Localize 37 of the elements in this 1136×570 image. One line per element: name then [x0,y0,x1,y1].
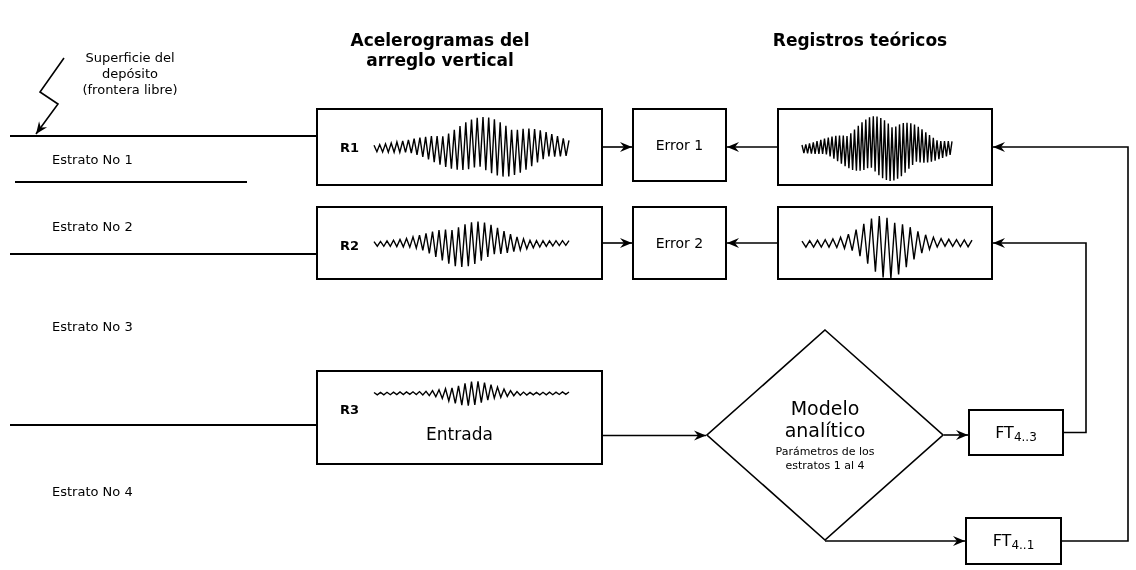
box-label: FT$_{4..1}$ [992,530,1035,553]
record-box [316,108,603,186]
box-label: FT$_{4..3}$ [995,421,1037,445]
arrow [992,238,1087,434]
arrow [992,142,1129,542]
stratum-label: Estrato No 2 [52,218,134,236]
decision-diamond [706,329,944,541]
arrow [943,430,969,440]
column-heading: Acelerogramas del arreglo vertical [349,30,531,70]
model-description: Parámetros de los estratos 1 al 4 [774,445,876,473]
record-caption: Entrada [425,423,494,446]
stratum-label: Estrato No 3 [52,318,134,336]
record-box [777,108,993,186]
box-label: Error 2 [654,234,705,253]
arrow [726,238,778,248]
process-box [968,409,1064,456]
record-label: R2 [340,237,360,255]
record-box [777,206,993,280]
process-box [632,108,727,182]
process-box [965,517,1062,565]
arrow [726,142,778,152]
record-label: R1 [340,139,360,157]
arrow [824,536,966,546]
arrow [602,238,633,248]
arrow [602,430,707,441]
leader-arrow [35,57,65,135]
column-heading: Registros teóricos [771,30,949,50]
box-label: Error 1 [654,136,705,155]
record-box [316,206,603,280]
stratum-label: Estrato No 1 [52,151,134,169]
process-box [632,206,727,280]
record-box [316,370,603,465]
arrow [602,142,633,152]
record-label: R3 [340,401,360,419]
model-title: Modelo analítico [783,397,867,441]
surface-label: Superficie del depósito (frontera libre) [76,50,184,98]
stratum-label: Estrato No 4 [52,483,134,501]
